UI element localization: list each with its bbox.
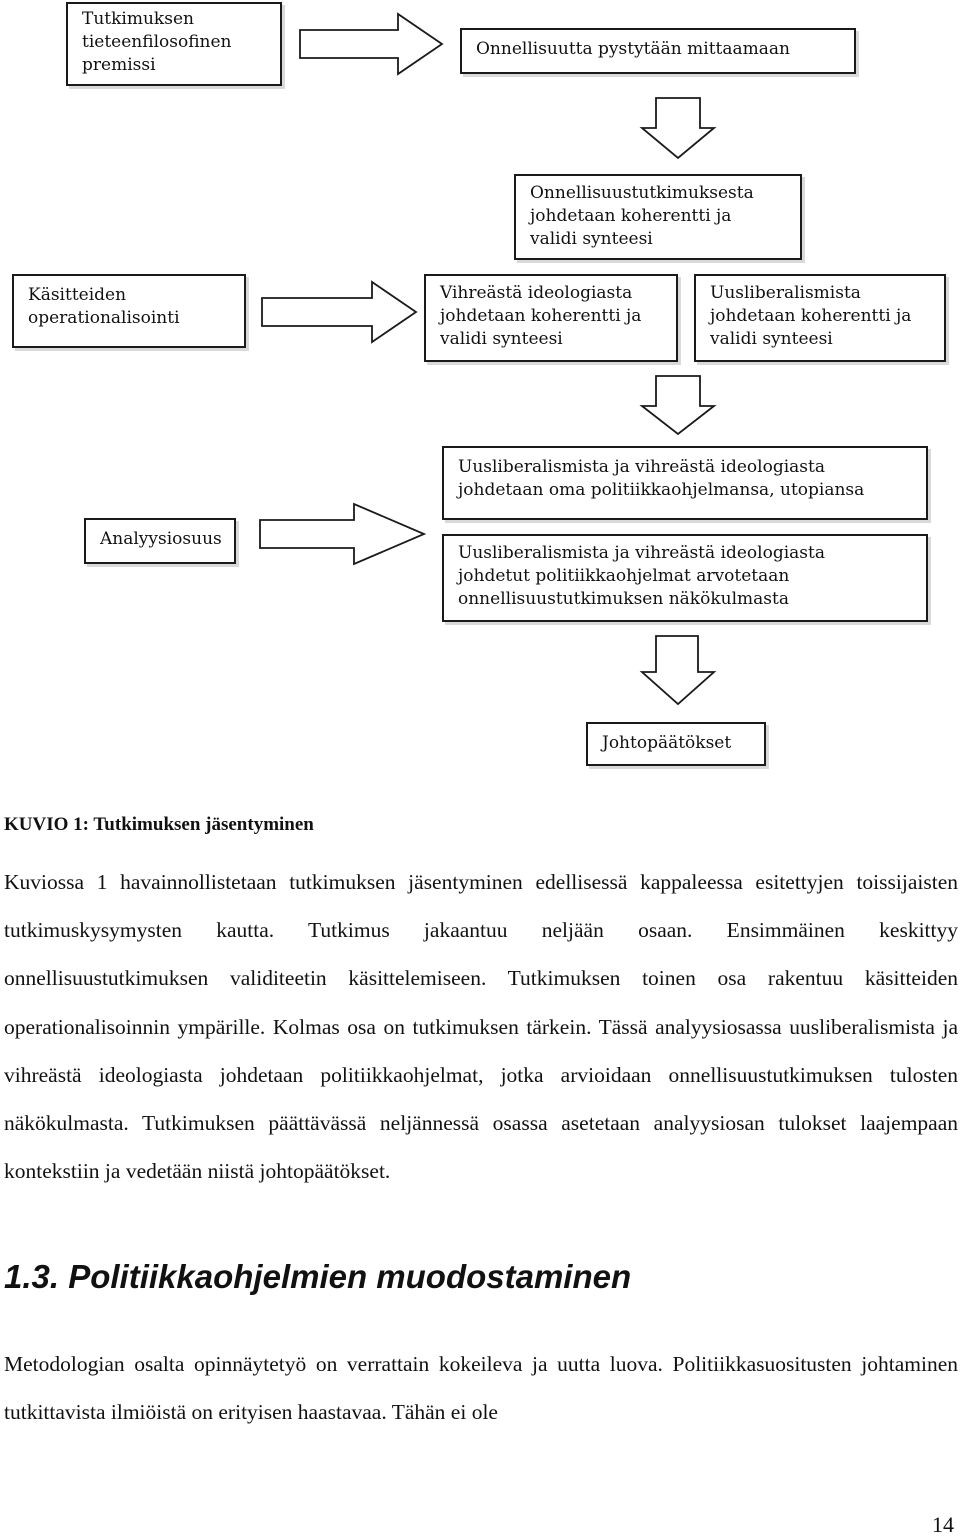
premise-box: Tutkimuksen tieteenfilosofinen premissi: [66, 2, 282, 86]
right-arrow: [299, 12, 444, 76]
measurable-box: Onnellisuutta pystytään mittaamaan: [460, 28, 856, 74]
page-number: 14: [932, 1512, 954, 1537]
down-arrow: [639, 97, 717, 160]
analysis-box: Analyysiosuus: [84, 518, 236, 564]
own-program-box: Uusliberalismista ja vihreästä ideologia…: [442, 446, 928, 520]
green-synthesis-box: Vihreästä ideologiasta johdetaan koheren…: [424, 274, 678, 362]
body-paragraph-2: Metodologian osalta opinnäytetyö on verr…: [4, 1352, 958, 1425]
happiness-synthesis-box: Onnellisuustutkimuksesta johdetaan koher…: [514, 174, 802, 260]
figure-caption: KUVIO 1: Tutkimuksen jäsentyminen: [4, 814, 314, 835]
right-arrow: [261, 280, 418, 344]
operationalization-box: Käsitteiden operationalisointi: [12, 274, 246, 348]
conclusions-box: Johtopäätökset: [586, 722, 766, 766]
right-arrow: [259, 502, 427, 566]
neoliberal-synthesis-box: Uusliberalismista johdetaan koherentti j…: [694, 274, 946, 362]
down-arrow: [639, 375, 717, 436]
down-arrow: [639, 635, 717, 706]
diagram-arrows: [259, 12, 717, 706]
evaluated-program-box: Uusliberalismista ja vihreästä ideologia…: [442, 534, 928, 622]
body-paragraph: Kuviossa 1 havainnollistetaan tutkimukse…: [4, 870, 958, 1184]
section-heading: 1.3. Politiikkaohjelmien muodostaminen: [4, 1258, 632, 1295]
